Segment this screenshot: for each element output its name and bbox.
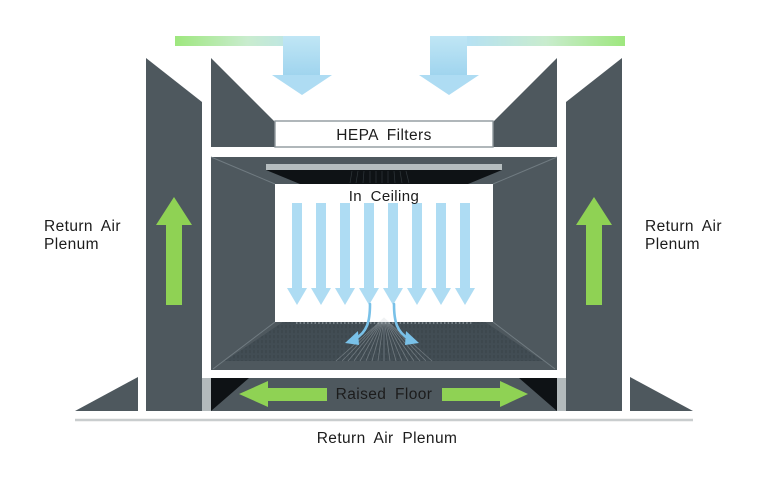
ceiling-filter-frame [266,164,502,170]
supply-inlet-arrow-left [175,36,332,95]
base-strip [75,411,693,419]
hepa-filters-label: HEPA Filters [336,127,432,144]
ceiling-edge-right [492,156,558,185]
inner-wall-top-right [493,58,557,147]
right-plenum-label-line1: Return Air [645,218,722,235]
base-wedge-left [75,377,138,411]
right-plenum-label-line2: Plenum [645,236,700,253]
chamber-interior [275,184,493,322]
raised-floor-arrow-right [442,381,528,407]
pedestal-strip-right [557,378,566,411]
left-plenum-label-line1: Return Air [44,218,121,235]
ceiling-filter-texture [349,170,410,184]
supply-inlet-arrow-right [419,36,625,95]
pedestal-strip-left [202,378,211,411]
left-plenum-label-line2: Plenum [44,236,99,253]
in-ceiling-label: In Ceiling [349,188,420,205]
bottom-plenum-label: Return Air Plenum [317,430,458,447]
ceiling-edge-left [210,156,276,185]
floor-edge-right [492,321,556,370]
base-wedge-right [630,377,693,411]
floor-edge-left [212,321,276,370]
recirculation-arrowhead-right [405,331,419,345]
ceiling-filter-face [266,170,502,184]
raised-floor-label: Raised Floor [336,386,433,403]
inner-wall-top-left [211,58,275,147]
raised-floor-arrow-left [239,381,327,407]
floor-fan-texture [335,317,433,362]
raised-floor-opening-right [519,378,557,411]
raised-floor-opening-left [211,378,249,411]
hepa-filter-box [274,120,494,148]
floor-grating-texture [225,322,543,361]
recirculation-arrowhead-left [345,331,359,345]
